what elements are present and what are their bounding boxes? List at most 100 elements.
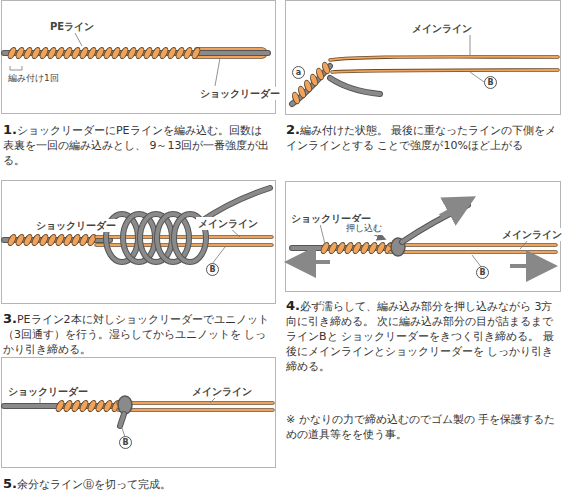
braid-wrap xyxy=(360,241,371,254)
pe-line xyxy=(390,251,556,253)
braid-wrap xyxy=(7,46,18,59)
shock-leader xyxy=(402,205,468,242)
shock-leader xyxy=(120,414,124,426)
pe-line xyxy=(332,70,558,72)
braid-wrap xyxy=(47,233,58,246)
braid-wrap xyxy=(135,46,146,59)
braid-wrap xyxy=(127,46,138,59)
braid-wrap xyxy=(39,233,50,246)
shock-leader xyxy=(402,205,468,242)
panel-frame xyxy=(2,1,561,468)
braid-wrap xyxy=(31,233,42,246)
braid-wrap xyxy=(159,46,170,59)
braid-wrap xyxy=(95,46,106,59)
pull-arrow xyxy=(300,260,330,264)
step-caption: 1.ショックリーダーにPEラインを編み込む。回数は 表裏を一回の編み込みとし、 … xyxy=(3,122,275,168)
callout-letter: B xyxy=(119,436,132,449)
braid-wrap xyxy=(31,46,42,59)
braid-wrap xyxy=(95,399,106,412)
callout-letter: a xyxy=(292,66,305,79)
braid-wrap xyxy=(23,46,34,59)
pe-line xyxy=(390,243,556,246)
pe-line xyxy=(118,402,273,404)
braid-wrap xyxy=(143,46,154,59)
braid-wrap xyxy=(328,241,339,254)
line-name: ショックリーダー xyxy=(6,385,90,398)
braid-wrap xyxy=(23,233,34,246)
line-name: メインライン xyxy=(500,228,564,241)
leader-line xyxy=(215,58,220,86)
braid-wrap xyxy=(175,46,186,59)
line-name: PEライン xyxy=(48,20,96,33)
braid-wrap xyxy=(79,233,90,246)
caution-note: ※ かなりの力で締め込むのでゴム製の 手を保護するための道具等をを使う事。 xyxy=(286,412,562,442)
step-caption: 3.PEライン2本に対しショックリーダーでユニノット （3回通す）を行う。湿らし… xyxy=(3,311,275,357)
braid-wrap xyxy=(336,241,347,254)
braid-wrap xyxy=(167,46,178,59)
pe-line xyxy=(330,57,558,60)
braid-wrap xyxy=(87,46,98,59)
braid-wrap xyxy=(376,241,387,254)
leader-line xyxy=(75,33,82,46)
braid-wrap xyxy=(71,46,82,59)
pe-line xyxy=(118,409,273,411)
shock-leader xyxy=(330,78,380,94)
action-label: 押し込む xyxy=(344,222,384,235)
leader-line xyxy=(210,398,215,403)
braid-wrap xyxy=(63,399,74,412)
braid-wrap xyxy=(15,233,26,246)
braid-wrap xyxy=(183,46,194,59)
pe-line xyxy=(330,57,558,60)
pe-line xyxy=(390,250,556,253)
callout-letter: B xyxy=(484,76,497,89)
braid-wrap xyxy=(352,241,363,254)
braid-wrap xyxy=(7,233,18,246)
braid-wrap xyxy=(55,233,66,246)
braid-wrap xyxy=(79,399,90,412)
pe-line xyxy=(118,401,273,404)
braid-wrap xyxy=(103,46,114,59)
braid-wrap xyxy=(71,233,82,246)
line-drawing xyxy=(4,33,558,437)
pull-arrow xyxy=(440,204,462,216)
line-name: ショックリーダー xyxy=(34,219,118,232)
bracket xyxy=(10,66,22,70)
braid-wrap xyxy=(191,46,202,59)
leader-line xyxy=(470,34,471,55)
braid-wrap xyxy=(344,241,355,254)
braid-wrap xyxy=(71,399,82,412)
braid-wrap xyxy=(151,46,162,59)
braid-wrap xyxy=(55,399,66,412)
leader-line xyxy=(212,247,225,264)
braid-wrap xyxy=(87,399,98,412)
braid-wrap xyxy=(63,233,74,246)
braid-wrap xyxy=(321,61,331,74)
line-name: メインライン xyxy=(410,22,474,35)
braid-wrap xyxy=(368,241,379,254)
callout-letter: B xyxy=(476,266,489,279)
braid-wrap xyxy=(39,46,50,59)
leader-line xyxy=(470,72,484,82)
step-caption: 4.必ず濡らして、編み込み部分を押し込みながら 3方向に引き締める。 次に編み込… xyxy=(286,298,562,374)
leader-line xyxy=(520,240,528,249)
step-caption: 5.余分なラインⒷを切って完成。 xyxy=(3,476,275,492)
shock-leader xyxy=(330,78,380,94)
callout-letter: B xyxy=(206,263,219,276)
line-name: メインライン xyxy=(196,217,260,230)
braid-wrap xyxy=(63,46,74,59)
line-name: ショックリーダー xyxy=(198,87,282,100)
braid-wrap xyxy=(15,46,26,59)
shock-leader xyxy=(120,414,124,426)
pull-arrow xyxy=(510,264,542,268)
braid-wrap xyxy=(119,46,130,59)
pe-line xyxy=(118,408,273,411)
count-label: 編み付け1回 xyxy=(6,72,61,85)
leader-line xyxy=(40,398,41,404)
pe-line xyxy=(390,244,556,246)
braid-wrap xyxy=(103,399,114,412)
braid-wrap xyxy=(55,46,66,59)
braid-wrap xyxy=(47,46,58,59)
leader-line xyxy=(320,224,325,244)
braid-wrap xyxy=(111,46,122,59)
braid-wrap xyxy=(79,46,90,59)
